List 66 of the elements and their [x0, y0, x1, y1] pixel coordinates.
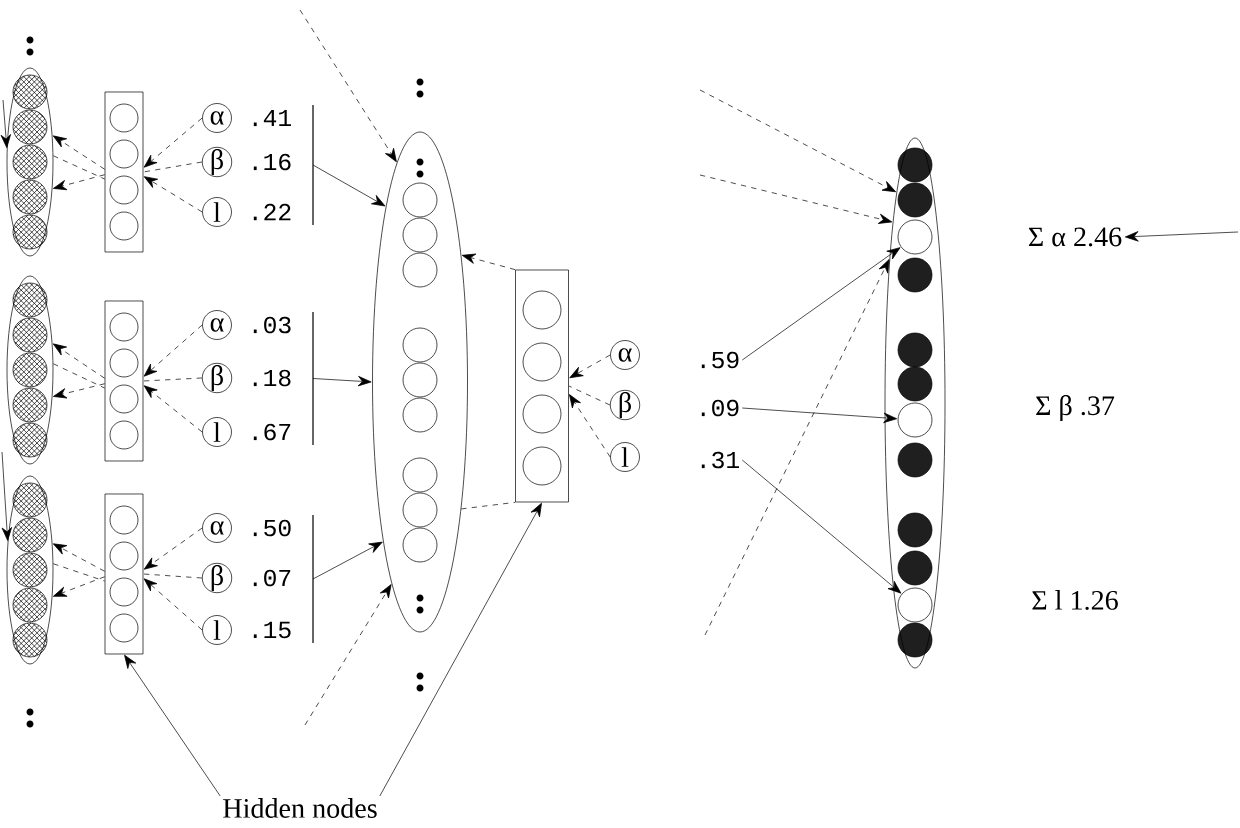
- dashed-arrow: [143, 385, 203, 433]
- connection-line: [143, 573, 203, 579]
- dashed-arrow: [704, 259, 890, 636]
- connection-line: [143, 161, 203, 173]
- output-neuron: [897, 587, 933, 623]
- dashed-arrow: [461, 253, 516, 270]
- dashed-arrow: [53, 576, 105, 597]
- weight-value: .07: [253, 569, 291, 587]
- sum-label: Σ β .37: [1036, 395, 1115, 421]
- output-layer-ellipse: [884, 137, 946, 669]
- leader-arrow: [379, 502, 542, 797]
- caption-text: Hidden nodes: [223, 798, 377, 818]
- weight-value: .41: [253, 109, 291, 127]
- neuron-layer-ellipse: [6, 67, 54, 257]
- sum-label: Σ l 1.26: [1032, 590, 1118, 610]
- neuron-layer-ellipse: [372, 131, 468, 633]
- weight-value: .15: [253, 621, 291, 639]
- weight-value: .67: [253, 423, 291, 441]
- weight-value: .50: [253, 519, 291, 537]
- connection-line: [52, 363, 105, 389]
- connection-line: [143, 377, 203, 382]
- neuron-layer-ellipse: [6, 475, 54, 665]
- dashed-arrow: [143, 176, 203, 213]
- dashed-arrow: [143, 578, 203, 631]
- hidden-layer-box: [104, 300, 144, 462]
- output-neuron: [897, 219, 933, 255]
- sum-label: Σ α 2.46: [1028, 227, 1122, 247]
- connection-line: [568, 385, 611, 406]
- dashed-arrow: [143, 324, 203, 377]
- dashed-arrow: [52, 343, 105, 379]
- weight-value: .03: [253, 316, 291, 334]
- arrow: [741, 247, 901, 361]
- dashed-arrow: [699, 174, 893, 224]
- connection-line: [52, 155, 105, 180]
- dashed-arrow: [304, 584, 392, 726]
- arrow: [741, 459, 902, 594]
- dashed-arrow: [52, 135, 105, 170]
- weight-value: .59: [701, 351, 739, 369]
- hidden-layer-box: [515, 269, 569, 503]
- arrow: [312, 541, 383, 580]
- arrow: [312, 164, 386, 207]
- weight-value: .09: [701, 399, 739, 417]
- output-neuron: [897, 402, 933, 438]
- dashed-arrow: [53, 174, 105, 191]
- dashed-arrow: [53, 383, 105, 399]
- dashed-arrow: [569, 354, 611, 379]
- weight-value: .31: [701, 451, 739, 469]
- neuron-layer-ellipse: [6, 275, 54, 465]
- hidden-layer-box: [104, 493, 144, 655]
- dashed-arrow: [52, 543, 105, 572]
- arrow: [741, 407, 898, 423]
- dashed-arrow: [143, 527, 203, 570]
- leader-arrow: [124, 654, 221, 797]
- arrow: [1124, 231, 1239, 242]
- weight-value: .16: [253, 153, 291, 171]
- arrow: [312, 376, 372, 387]
- hidden-layer-box: [104, 91, 144, 253]
- arrow: [0, 99, 11, 148]
- dashed-arrow: [569, 394, 611, 458]
- connection-line: [52, 563, 105, 582]
- dashed-arrow: [143, 117, 203, 168]
- weight-value: .18: [253, 369, 291, 387]
- weight-value: .22: [253, 203, 291, 221]
- dashed-arrow: [699, 89, 897, 193]
- arrow: [1, 451, 13, 541]
- dashed-arrow: [299, 9, 397, 163]
